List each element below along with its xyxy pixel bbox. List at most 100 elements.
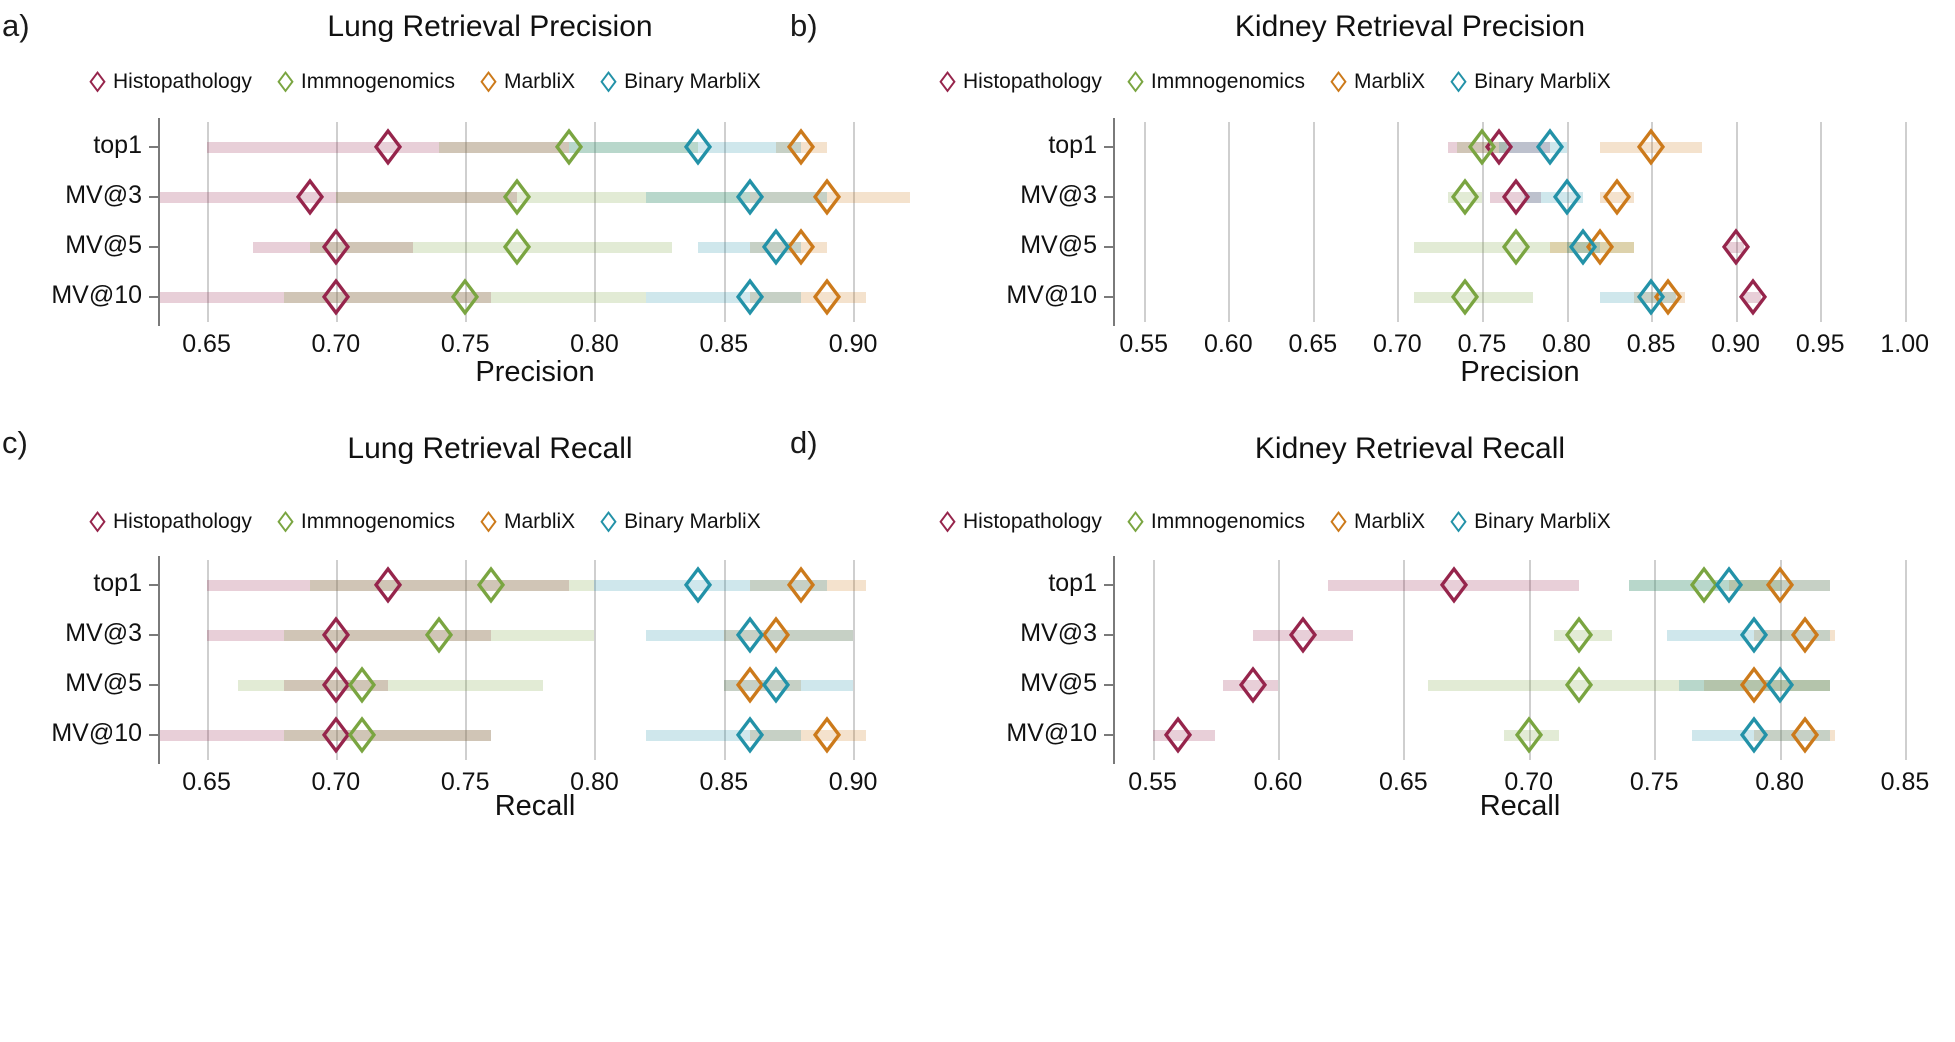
x-tick-label: 0.70 — [311, 768, 361, 796]
data-point-histopathology — [373, 128, 402, 166]
y-tick-label-mv-at-10: MV@10 — [51, 281, 142, 309]
legend-item-immnogenomics[interactable]: Immnogenomics — [277, 510, 455, 534]
data-point-immnogenomics — [1450, 178, 1480, 216]
data-point-histopathology — [321, 278, 350, 316]
panel-title: Kidney Retrieval Recall — [1254, 432, 1566, 465]
legend-item-marblix[interactable]: MarbliX — [1330, 510, 1425, 534]
data-point-histopathology — [1501, 178, 1530, 216]
range-bar — [775, 142, 828, 153]
legend-item-immnogenomics[interactable]: Immnogenomics — [277, 70, 455, 94]
y-tick-label-mv-at-3: MV@3 — [65, 619, 142, 647]
legend-label: Immnogenomics — [1150, 510, 1305, 533]
legend-item-immnogenomics[interactable]: Immnogenomics — [1127, 510, 1305, 534]
diamond-marker-icon — [600, 511, 617, 533]
range-bar — [1448, 192, 1482, 203]
range-bar — [237, 680, 543, 691]
diamond-marker-icon — [939, 71, 956, 93]
gridline — [1566, 122, 1569, 322]
range-bar — [1666, 630, 1830, 641]
data-point-marblix — [1790, 716, 1819, 754]
data-point-marblix — [1765, 566, 1794, 604]
gridline — [1820, 122, 1823, 322]
x-tick-label: 0.75 — [1629, 768, 1679, 796]
y-tick — [1104, 146, 1113, 148]
data-point-histopathology — [1163, 716, 1192, 754]
range-bar — [253, 242, 414, 253]
x-tick-label: 0.85 — [699, 330, 749, 358]
data-point-binary-marblix — [683, 566, 712, 604]
legend-item-binary-marblix[interactable]: Binary MarbliX — [1450, 510, 1611, 534]
y-tick — [1104, 634, 1113, 636]
y-axis-line — [158, 556, 160, 764]
legend: Histopathology Immnogenomics MarbliX Binary… — [89, 70, 761, 94]
legend-item-marblix[interactable]: MarbliX — [1330, 70, 1425, 94]
legend-item-binary-marblix[interactable]: Binary MarbliX — [1450, 70, 1611, 94]
legend-item-binary-marblix[interactable]: Binary MarbliX — [600, 70, 761, 94]
data-point-marblix — [813, 278, 842, 316]
legend-label: Histopathology — [113, 510, 252, 533]
legend-item-marblix[interactable]: MarbliX — [480, 510, 576, 534]
range-bar — [1679, 680, 1830, 691]
range-bar — [206, 142, 569, 153]
gridline — [1779, 560, 1782, 760]
data-point-histopathology — [321, 228, 350, 266]
data-point-binary-marblix — [1740, 716, 1769, 754]
diamond-marker-icon — [1450, 71, 1467, 93]
legend-item-marblix[interactable]: MarbliX — [480, 70, 576, 94]
gridline — [1403, 560, 1406, 760]
data-point-immnogenomics — [1450, 278, 1480, 316]
gridline — [335, 560, 338, 760]
x-tick-label: 0.90 — [1711, 330, 1760, 358]
data-point-immnogenomics — [502, 178, 531, 216]
range-bar — [1600, 192, 1635, 203]
legend-item-immnogenomics[interactable]: Immnogenomics — [1127, 70, 1305, 94]
y-axis-line — [1113, 556, 1115, 764]
data-point-histopathology — [295, 178, 325, 216]
legend-label: MarbliX — [503, 510, 576, 533]
diamond-marker-icon — [480, 511, 497, 533]
legend-label: Immnogenomics — [300, 70, 455, 93]
y-tick-label-top1: top1 — [93, 569, 142, 597]
data-point-histopathology — [1238, 666, 1267, 704]
legend-label: Immnogenomics — [300, 510, 455, 533]
data-point-binary-marblix — [735, 616, 764, 654]
data-point-histopathology — [1439, 566, 1468, 604]
data-point-marblix — [787, 566, 816, 604]
legend-item-binary-marblix[interactable]: Binary MarbliX — [600, 510, 761, 534]
x-tick-label: 0.55 — [1119, 330, 1169, 358]
gridline — [853, 122, 856, 322]
gridline — [594, 560, 597, 760]
gridline — [206, 122, 209, 322]
x-tick-label: 0.60 — [1253, 768, 1303, 796]
y-tick — [149, 296, 158, 298]
data-point-marblix — [787, 228, 816, 266]
y-tick — [149, 734, 158, 736]
range-bar — [1691, 730, 1830, 741]
data-point-marblix — [813, 178, 842, 216]
gridline — [1481, 122, 1484, 322]
range-bar — [749, 292, 867, 303]
x-tick-label: 0.65 — [1379, 768, 1428, 796]
legend-label: Binary MarbliX — [1474, 510, 1611, 533]
data-point-binary-marblix — [735, 278, 764, 316]
legend-item-histopathology[interactable]: Histopathology — [939, 510, 1102, 534]
legend-item-histopathology[interactable]: Histopathology — [89, 70, 252, 94]
y-tick — [1104, 296, 1113, 298]
gridline — [853, 560, 856, 760]
legend-item-histopathology[interactable]: Histopathology — [89, 510, 252, 534]
x-tick-label: 0.80 — [1755, 768, 1804, 796]
legend-label: MarbliX — [503, 70, 576, 93]
y-tick-label-mv-at-10: MV@10 — [1006, 719, 1097, 747]
range-bar — [1553, 630, 1612, 641]
data-point-marblix — [761, 616, 790, 654]
plot-area — [149, 118, 910, 326]
range-bar — [1729, 580, 1830, 591]
legend-item-histopathology[interactable]: Histopathology — [939, 70, 1102, 94]
data-point-histopathology — [321, 666, 350, 704]
x-tick-label: 1.00 — [1880, 330, 1930, 358]
x-tick-label: 0.80 — [1542, 330, 1591, 358]
x-tick-label: 0.80 — [570, 768, 619, 796]
range-bar — [1252, 630, 1354, 641]
